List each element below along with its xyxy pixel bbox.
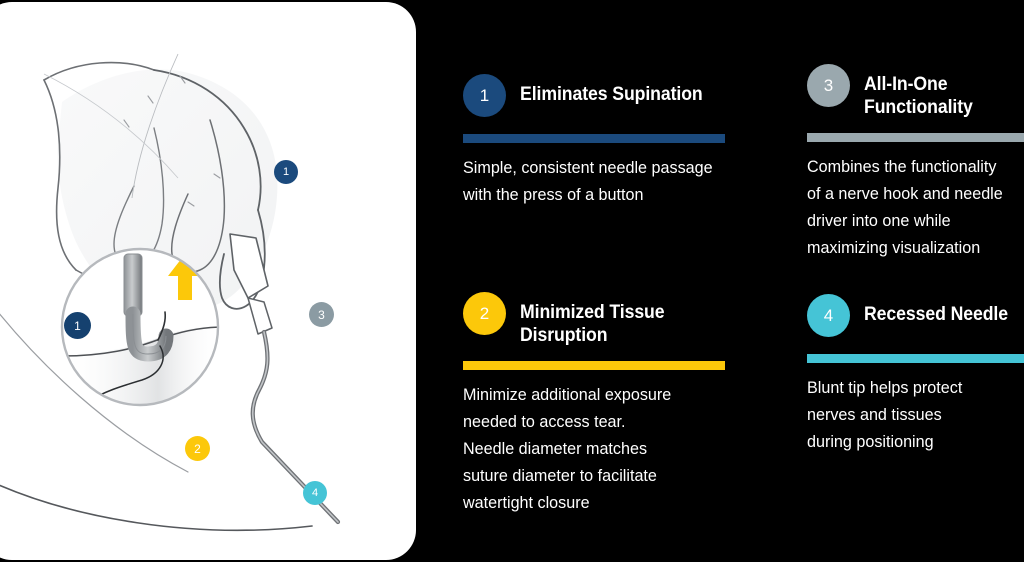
feature-3-title: All-In-One Functionality — [864, 74, 973, 119]
illustration-marker-4: 4 — [303, 481, 327, 505]
illustration-marker-1-button: 1 — [274, 160, 298, 184]
construction-arc — [131, 53, 179, 199]
feature-4-accent-bar — [807, 354, 1024, 363]
feature-2-body: Minimize additional exposure needed to a… — [463, 385, 672, 513]
wrist-top-line — [43, 61, 155, 81]
feature-3-body: Combines the functionality of a nerve ho… — [807, 157, 1003, 258]
feature-1-number-badge: 1 — [463, 74, 506, 117]
hand-back-outline — [153, 69, 262, 211]
feature-block-4: 4 Recessed Needle Blunt tip helps protec… — [807, 294, 1024, 455]
inset-needle — [157, 311, 167, 341]
feature-block-1: 1 Eliminates Supination Simple, consiste… — [463, 74, 748, 208]
feature-grid: 1 Eliminates Supination Simple, consiste… — [440, 0, 1024, 562]
feature-1-accent-bar — [463, 134, 725, 143]
feature-2-title: Minimized Tissue Disruption — [520, 302, 665, 347]
construction-line — [43, 73, 179, 179]
middle-finger-outline — [170, 119, 226, 273]
feature-2-header: 2 Minimized Tissue Disruption — [463, 292, 748, 347]
inset-tissue-fill — [62, 326, 218, 405]
feature-3-accent-bar — [807, 133, 1024, 143]
feature-block-2: 2 Minimized Tissue Disruption Minimize a… — [463, 292, 748, 516]
instrument-shaft-highlight — [251, 331, 339, 523]
feature-4-title: Recessed Needle — [864, 304, 1008, 325]
knuckle-detail-lines — [123, 75, 221, 207]
inset-hook-outline — [132, 313, 167, 355]
illustration-marker-2: 2 — [185, 436, 210, 461]
tissue-curve-lower — [0, 484, 313, 532]
tissue-curve-upper — [0, 313, 189, 473]
feature-1-header: 1 Eliminates Supination — [463, 74, 748, 120]
illustration-panel: 1 1 2 3 4 — [0, 2, 416, 560]
feature-4-number-badge: 4 — [807, 294, 850, 337]
instrument-handle — [229, 233, 269, 299]
feature-1-title: Eliminates Supination — [520, 84, 703, 105]
instrument-grip — [247, 297, 273, 335]
feature-2-number-badge: 2 — [463, 292, 506, 335]
feature-1-body: Simple, consistent needle passage with t… — [463, 158, 713, 204]
feature-3-number-badge: 3 — [807, 64, 850, 107]
feature-4-header: 4 Recessed Needle — [807, 294, 1024, 340]
illustration-marker-3: 3 — [309, 302, 334, 327]
feature-block-3: 3 All-In-One Functionality Combines the … — [807, 64, 1024, 261]
feature-4-body: Blunt tip helps protect nerves and tissu… — [807, 378, 963, 451]
surgical-instrument-illustration — [0, 53, 341, 532]
feature-3-header: 3 All-In-One Functionality — [807, 64, 1024, 119]
illustration-marker-1-inset: 1 — [64, 312, 91, 339]
index-finger-outline — [218, 209, 266, 310]
feature-2-accent-bar — [463, 361, 725, 371]
wrist-bottom-line — [43, 79, 77, 271]
inset-circle-border — [60, 247, 220, 407]
